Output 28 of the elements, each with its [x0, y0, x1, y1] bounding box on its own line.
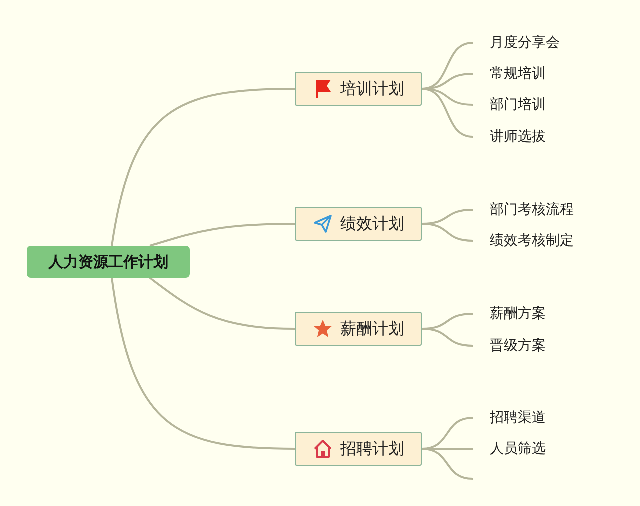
topic-label: 绩效计划: [340, 214, 404, 234]
branch-label: 部门考核流程: [473, 199, 603, 221]
topic-label: 培训计划: [340, 78, 404, 100]
topic-box: [295, 207, 422, 241]
branch-line: [422, 223, 474, 242]
branch-label: 绩效考核制定: [473, 230, 603, 252]
branch-line: [422, 448, 474, 480]
branch-label: 薪酬方案: [473, 303, 583, 325]
topic-box: [295, 312, 422, 346]
topic-box: [295, 72, 422, 106]
branch-line: [111, 88, 296, 246]
branch-line: [422, 88, 474, 138]
branch-label: 招聘渠道: [473, 407, 583, 429]
topic-label: 人力资源工作计划: [48, 252, 168, 272]
branch-label: 人员筛选: [473, 438, 583, 460]
branch-label: 部门培训: [473, 94, 583, 116]
topic-label: 招聘计划: [340, 438, 404, 460]
topic-box: [295, 432, 422, 466]
branch-label: 常规培训: [473, 63, 583, 85]
topic-label: 薪酬计划: [340, 318, 404, 340]
branch-line: [150, 223, 295, 247]
branch-label: 讲师选拔: [473, 126, 583, 148]
branch-line: [149, 277, 296, 330]
branch-line: [111, 278, 296, 450]
central-topic-box: [27, 246, 190, 278]
branch-label: 月度分享会: [473, 32, 583, 54]
branch-label: 晋级方案: [473, 335, 583, 357]
branch-line: [422, 328, 474, 347]
